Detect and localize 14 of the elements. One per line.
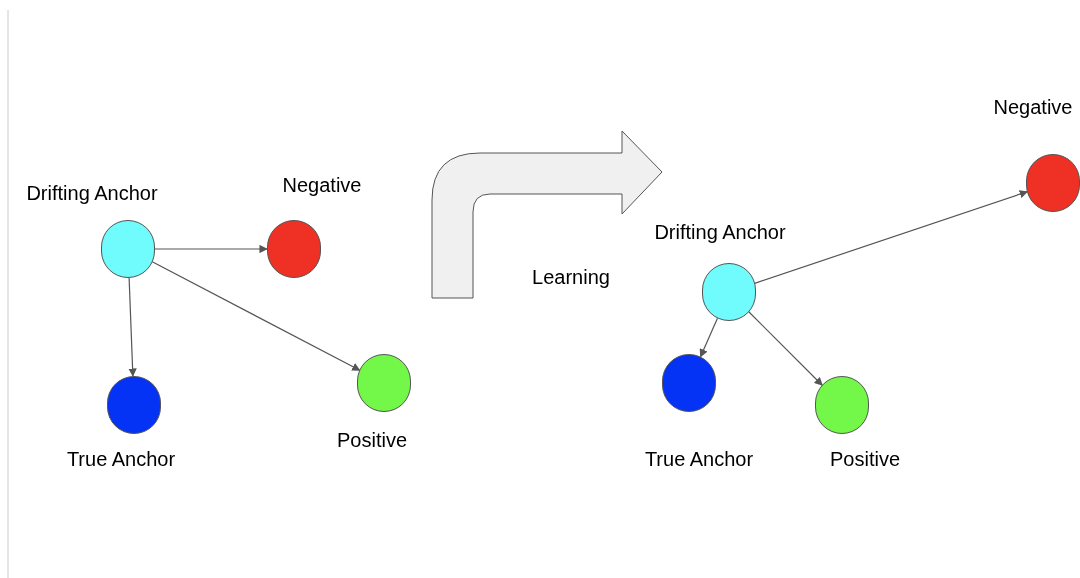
- arrow: [748, 311, 823, 386]
- node-label: True Anchor: [66, 447, 176, 472]
- node-label: Drifting Anchor: [654, 220, 786, 245]
- node-label: Drifting Anchor: [26, 181, 158, 206]
- node-label: Negative: [993, 95, 1073, 120]
- arrow: [151, 261, 361, 371]
- arrow: [699, 317, 719, 358]
- node-label: Negative: [282, 173, 362, 198]
- arrow: [128, 277, 137, 377]
- arrow: [154, 244, 268, 254]
- arrow-caption: Learning: [532, 265, 610, 290]
- node-label: Positive: [830, 447, 900, 472]
- node-label: Positive: [337, 428, 407, 453]
- node-label: True Anchor: [644, 447, 754, 472]
